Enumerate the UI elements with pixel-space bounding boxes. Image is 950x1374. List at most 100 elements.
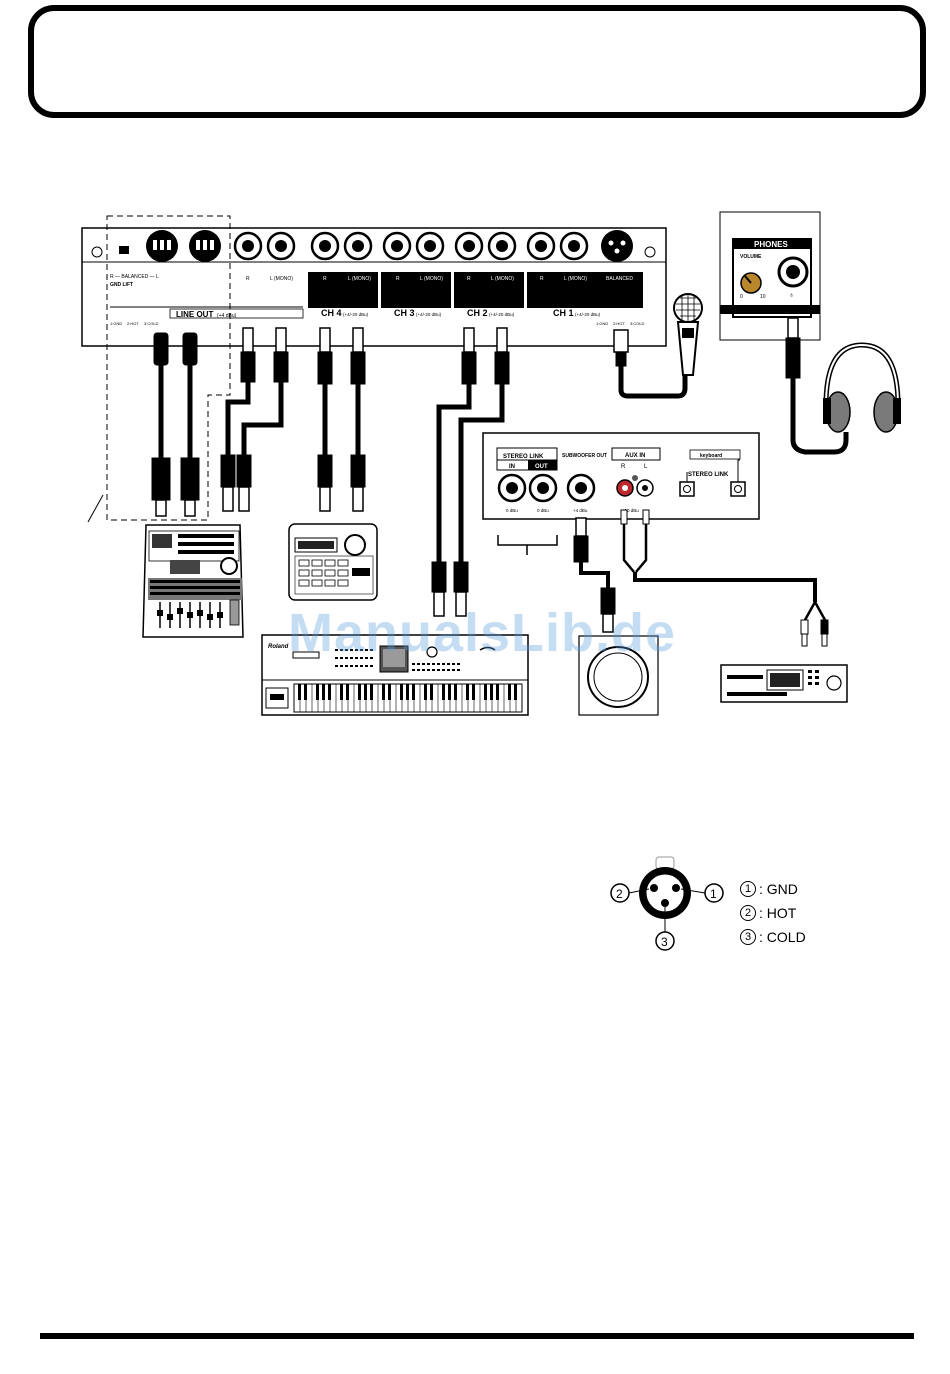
page-header-box xyxy=(28,5,926,118)
line-out-l-label: L (MONO) xyxy=(270,276,293,282)
jack-ch1-r[interactable] xyxy=(526,231,556,261)
ch1-label: CH 1 xyxy=(553,308,574,318)
legend-num: 1 xyxy=(740,881,756,897)
ch4-level: (+4/-20 dBu) xyxy=(343,312,369,317)
pin-2-marker: 2 xyxy=(616,887,623,901)
pin-3-marker: 3 xyxy=(661,935,668,949)
jack-ch3-l[interactable] xyxy=(415,231,445,261)
legend-row-gnd: 1 : GND xyxy=(740,877,860,901)
aux-in-l: L xyxy=(644,464,648,470)
xlr-out-l[interactable] xyxy=(189,230,221,262)
ch1-level: (+4/-20 dBu) xyxy=(575,312,601,317)
jack-line-out-l[interactable] xyxy=(266,231,296,261)
mixer-panel: R — BALANCED — L GND LIFT LINE OUT (+4 d… xyxy=(81,227,667,347)
level-aux: -10 dBu xyxy=(623,508,639,513)
jack-subwoofer-out[interactable] xyxy=(566,473,596,503)
volume-min: 0 xyxy=(740,294,743,300)
jack-ch2-l[interactable] xyxy=(487,231,517,261)
level-subwoofer: +4 dBu xyxy=(573,508,588,513)
ch2-label: CH 2 xyxy=(467,308,488,318)
jack-ch4-r[interactable] xyxy=(310,231,340,261)
headphone-symbol-icon: ♁ xyxy=(789,292,794,299)
ch4-r-label: R xyxy=(323,276,327,282)
subwoofer-cable xyxy=(573,517,616,633)
volume-max: 10 xyxy=(760,294,766,300)
pin-cold-right: 3:COLD xyxy=(630,321,645,326)
link-switch-left[interactable] xyxy=(679,481,695,497)
aux-rca-cable xyxy=(620,509,829,647)
legend-row-cold: 3 : COLD xyxy=(740,925,860,949)
xlr-in-ch1[interactable] xyxy=(601,230,633,262)
xlr-pinout-diagram: 2 1 3 xyxy=(610,856,724,951)
link-switch-right[interactable] xyxy=(730,481,746,497)
ch4-l-label: L (MONO) xyxy=(348,276,371,282)
ch4-cables xyxy=(317,327,366,512)
headphone-cable xyxy=(785,317,849,455)
stereo-link-2-label: STEREO LINK xyxy=(688,472,729,478)
jack-ch3-r[interactable] xyxy=(382,231,412,261)
legend-num: 2 xyxy=(740,905,756,921)
gnd-lift-label: GND LIFT xyxy=(110,282,133,288)
pin-cold-left: 3:COLD xyxy=(144,321,159,326)
jack-ch4-l[interactable] xyxy=(343,231,373,261)
level-stereo-in: 0 dBu xyxy=(506,508,518,513)
jack-ch2-r[interactable] xyxy=(454,231,484,261)
jack-stereo-link-out[interactable] xyxy=(528,473,558,503)
stereo-link-bracket xyxy=(497,535,558,555)
microphone-cable xyxy=(613,329,688,399)
line-out-r-label: R xyxy=(246,276,250,282)
line-out-phone-cables xyxy=(220,327,289,512)
phones-jack[interactable] xyxy=(777,256,809,288)
rear-panel: STEREO LINK IN OUT SUBWOOFER OUT AUX IN … xyxy=(482,432,760,520)
microphone-icon xyxy=(673,293,703,376)
pin-gnd-right: 1:GND xyxy=(596,321,608,326)
pin-hot-left: 2:HOT xyxy=(127,321,139,326)
bottom-rule xyxy=(40,1333,914,1339)
rca-aux-in-l[interactable] xyxy=(636,479,654,497)
phones-volume-label: VOLUME xyxy=(740,254,762,260)
legend-num: 3 xyxy=(740,929,756,945)
stereo-link-out: OUT xyxy=(535,464,548,470)
ch2-l-label: L (MONO) xyxy=(491,276,514,282)
legend-label: : COLD xyxy=(759,929,806,945)
pin-hot-right: 2:HOT xyxy=(613,321,625,326)
legend-label: : HOT xyxy=(759,905,797,921)
ch1-balanced-label: BALANCED xyxy=(606,276,633,282)
line-out-level: (+4 dBu) xyxy=(217,313,237,319)
jack-line-out-r[interactable] xyxy=(233,231,263,261)
xlr-out-r[interactable] xyxy=(146,230,178,262)
level-stereo-out: 0 dBu xyxy=(537,508,549,513)
ch3-r-label: R xyxy=(396,276,400,282)
digital-recorder-icon xyxy=(142,524,244,638)
aux-in-r: R xyxy=(621,464,626,470)
drum-machine-icon xyxy=(288,523,378,601)
subwoofer-icon xyxy=(578,635,659,716)
pin-1-marker: 1 xyxy=(710,887,717,901)
balanced-label: R — BALANCED — L xyxy=(110,274,159,280)
jack-ch1-l[interactable] xyxy=(559,231,589,261)
phones-panel: PHONES VOLUME 0 10 ♁ xyxy=(719,211,821,341)
stereo-link-label: STEREO LINK xyxy=(503,454,544,460)
jack-stereo-link-in[interactable] xyxy=(497,473,527,503)
volume-knob[interactable] xyxy=(740,272,762,294)
pin-gnd-left: 1:GND xyxy=(110,321,122,326)
xlr-pin-legend: 1 : GND 2 : HOT 3 : COLD xyxy=(740,877,860,949)
rca-aux-in-r[interactable] xyxy=(616,479,634,497)
stereo-link-in: IN xyxy=(509,464,515,470)
subwoofer-out-label: SUBWOOFER OUT xyxy=(562,453,607,459)
ch3-label: CH 3 xyxy=(394,308,415,318)
ch3-l-label: L (MONO) xyxy=(420,276,443,282)
ch2-r-label: R xyxy=(467,276,471,282)
ch4-label: CH 4 xyxy=(321,308,342,318)
ch2-level: (+4/-20 dBu) xyxy=(489,312,515,317)
ch1-r-label: R xyxy=(540,276,544,282)
legend-row-hot: 2 : HOT xyxy=(740,901,860,925)
legend-label: : GND xyxy=(759,881,798,897)
ch3-level: (+4/-20 dBu) xyxy=(416,312,442,317)
synthesizer-keyboard-icon: Roland xyxy=(261,634,529,716)
callout-line xyxy=(87,494,104,523)
keyboard-brand: Roland xyxy=(268,644,289,650)
aux-in-label: AUX IN xyxy=(625,453,645,459)
ch2-cables xyxy=(431,327,510,617)
